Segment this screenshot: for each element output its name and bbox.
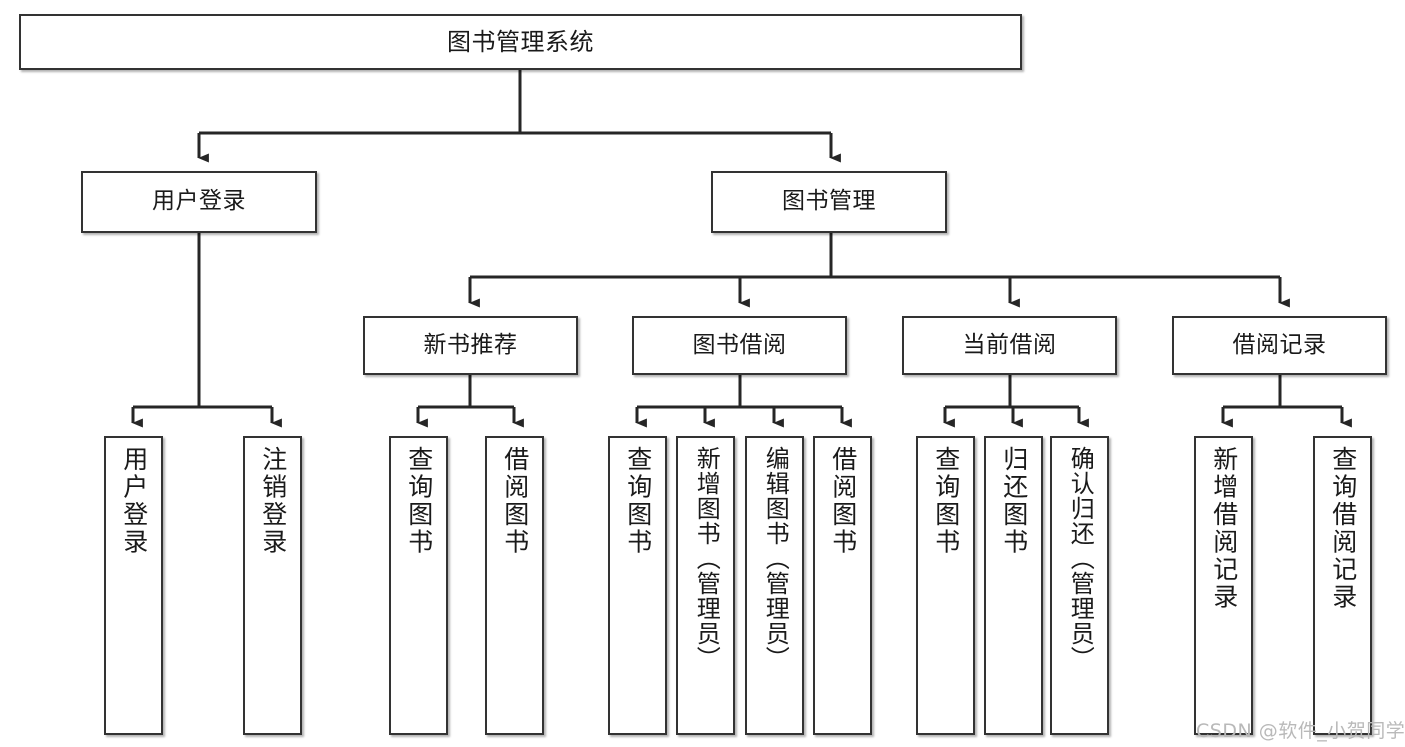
- leaf-label: 注销登录: [258, 446, 288, 556]
- leaf-label: 归还图书: [999, 446, 1029, 556]
- node-label: 用户登录: [152, 188, 246, 215]
- leaf-logout[interactable]: 注销登录: [243, 436, 302, 735]
- leaf-label: 用户登录: [119, 446, 149, 556]
- node-level3-book-borrow[interactable]: 图书借阅: [632, 316, 847, 375]
- leaf-label: 编辑图书（管理员）: [761, 446, 790, 671]
- node-level2-user-login[interactable]: 用户登录: [81, 171, 317, 233]
- leaf-add-book-admin[interactable]: 新增图书（管理员）: [676, 436, 735, 735]
- node-level3-new-book-recommend[interactable]: 新书推荐: [363, 316, 578, 375]
- node-label: 当前借阅: [962, 331, 1057, 358]
- csdn-watermark: CSDN @软件_小贺同学: [1196, 716, 1405, 743]
- leaf-user-login[interactable]: 用户登录: [104, 436, 163, 735]
- leaf-label: 查询图书: [623, 446, 653, 556]
- leaf-label: 新增借阅记录: [1209, 446, 1239, 611]
- node-label: 借阅记录: [1232, 331, 1327, 358]
- node-level3-current-borrow[interactable]: 当前借阅: [902, 316, 1117, 375]
- leaf-label: 查询借阅记录: [1328, 446, 1358, 611]
- leaf-query-borrow-record[interactable]: 查询借阅记录: [1313, 436, 1372, 735]
- leaf-edit-book-admin[interactable]: 编辑图书（管理员）: [745, 436, 804, 735]
- node-label: 新书推荐: [423, 331, 518, 358]
- leaf-confirm-return-admin[interactable]: 确认归还（管理员）: [1050, 436, 1109, 735]
- watermark-text: CSDN @软件_小贺同学: [1196, 720, 1405, 742]
- node-root-label: 图书管理系统: [447, 27, 594, 56]
- leaf-borrow-book[interactable]: 借阅图书: [813, 436, 872, 735]
- node-level3-borrow-record[interactable]: 借阅记录: [1172, 316, 1387, 375]
- leaf-query-book-recommend[interactable]: 查询图书: [389, 436, 448, 735]
- leaf-query-book-current[interactable]: 查询图书: [916, 436, 975, 735]
- leaf-label: 确认归还（管理员）: [1066, 446, 1095, 671]
- leaf-return-book[interactable]: 归还图书: [984, 436, 1043, 735]
- node-label: 图书管理: [782, 188, 876, 215]
- leaf-query-book-borrow[interactable]: 查询图书: [608, 436, 667, 735]
- node-root[interactable]: 图书管理系统: [19, 14, 1022, 70]
- leaf-label: 借阅图书: [500, 446, 530, 556]
- node-label: 图书借阅: [692, 331, 787, 358]
- leaf-label: 借阅图书: [828, 446, 858, 556]
- leaf-label: 查询图书: [931, 446, 961, 556]
- leaf-label: 新增图书（管理员）: [692, 446, 721, 671]
- leaf-label: 查询图书: [404, 446, 434, 556]
- leaf-add-borrow-record[interactable]: 新增借阅记录: [1194, 436, 1253, 735]
- node-level2-book-management[interactable]: 图书管理: [711, 171, 947, 233]
- leaf-borrow-book-recommend[interactable]: 借阅图书: [485, 436, 544, 735]
